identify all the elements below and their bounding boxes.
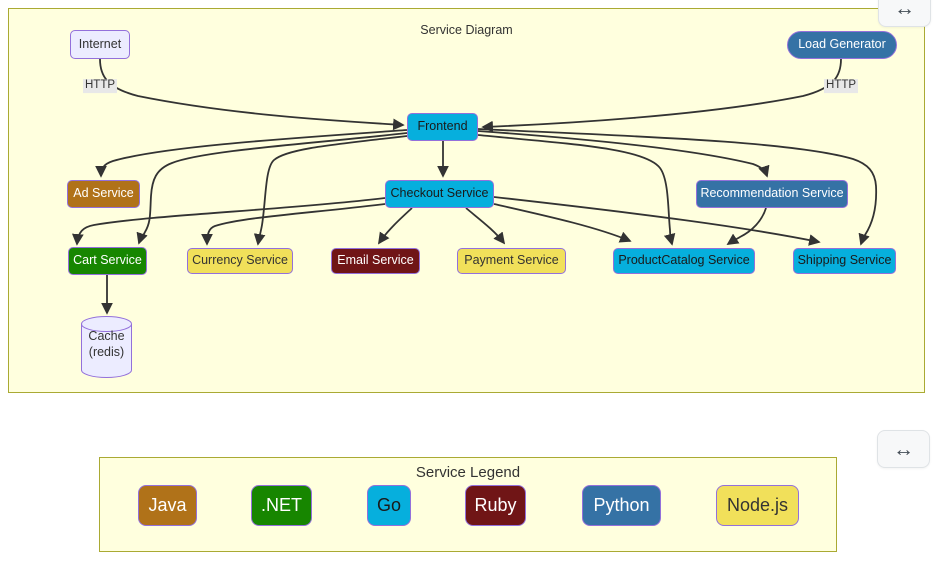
node-email-service: Email Service (331, 248, 420, 274)
legend-item-nodejs: Node.js (716, 485, 799, 526)
node-cart-service: Cart Service (68, 247, 147, 275)
node-recommendation-service: Recommendation Service (696, 180, 848, 208)
edge-label-internet-to-frontend: HTTP (82, 79, 118, 93)
node-shipping-service: Shipping Service (793, 248, 896, 274)
legend-item-dotnet: .NET (251, 485, 312, 526)
legend-item-go: Go (367, 485, 411, 526)
edge-label-load-generator-to-frontend: HTTP (823, 79, 859, 93)
cylinder-shape (81, 316, 132, 378)
node-cache: Cache(redis) (80, 315, 133, 378)
legend-title: Service Legend (415, 464, 521, 481)
service-legend-panel: Service Legend Java .NET Go Ruby Python Node.… (99, 457, 837, 552)
expand-legend-button[interactable]: ↔ (877, 430, 930, 468)
node-ad-service: Ad Service (67, 180, 140, 208)
node-internet: Internet (70, 30, 130, 59)
node-frontend: Frontend (407, 113, 478, 141)
node-payment-service: Payment Service (457, 248, 566, 274)
diagram-title: Service Diagram (420, 23, 513, 37)
node-load-generator: Load Generator (787, 31, 897, 59)
legend-item-ruby: Ruby (465, 485, 526, 526)
node-label: Cache(redis) (88, 329, 125, 359)
legend-item-java: Java (138, 485, 197, 526)
node-currency-service: Currency Service (187, 248, 293, 274)
expand-diagram-button[interactable]: ↔ (878, 0, 931, 27)
horizontal-arrows-icon: ↔ (894, 0, 915, 20)
legend-item-python: Python (582, 485, 661, 526)
node-checkout-service: Checkout Service (385, 180, 494, 208)
horizontal-arrows-icon: ↔ (893, 437, 914, 461)
node-productcatalog-service: ProductCatalog Service (613, 248, 755, 274)
